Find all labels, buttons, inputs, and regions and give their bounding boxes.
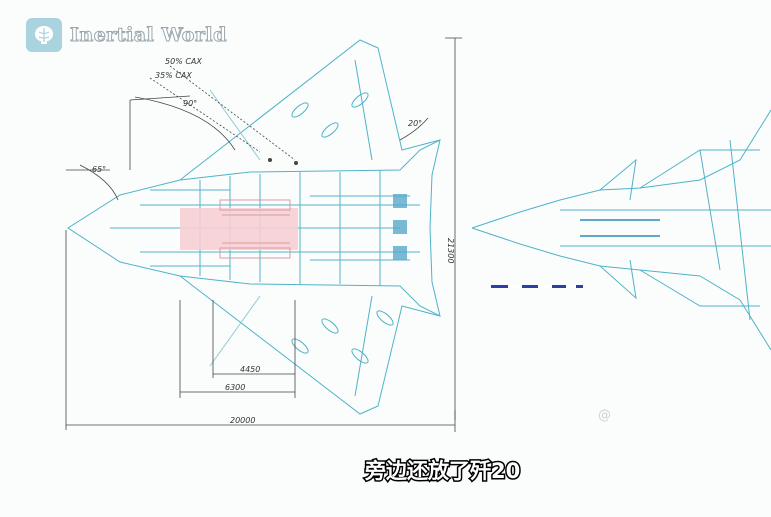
angle65-label: 65°: [92, 165, 106, 174]
engine-nozzles: [393, 194, 407, 260]
second-aircraft-outline: [471, 109, 771, 351]
span-label: 21300: [446, 238, 455, 263]
scale-bar: [491, 285, 583, 288]
weibo-watermark: @: [598, 408, 611, 423]
wing-pylons: [291, 92, 394, 364]
angle90-label: 90°: [183, 99, 197, 108]
weapon-bay-detail: [219, 199, 291, 259]
main-aircraft-outline: [67, 39, 441, 415]
mac50-label: 50% CAX: [165, 57, 202, 66]
dimension-ticks: [268, 158, 298, 165]
dimension-lines: [65, 37, 462, 432]
mac35-label: 35% CAX: [155, 71, 192, 80]
brain-icon: [26, 18, 62, 52]
video-subtitle: 旁边还放了歼20: [363, 458, 521, 485]
second-aircraft-detail: [580, 219, 660, 237]
dim6300-label: 6300: [225, 383, 245, 392]
length-label: 20000: [230, 416, 255, 425]
watermark-logo: Inertial World: [26, 18, 227, 52]
angle20-label: 20°: [408, 119, 422, 128]
dim4450-label: 4450: [240, 365, 260, 374]
weapon-bay: [180, 208, 298, 250]
watermark-text: Inertial World: [70, 24, 227, 47]
